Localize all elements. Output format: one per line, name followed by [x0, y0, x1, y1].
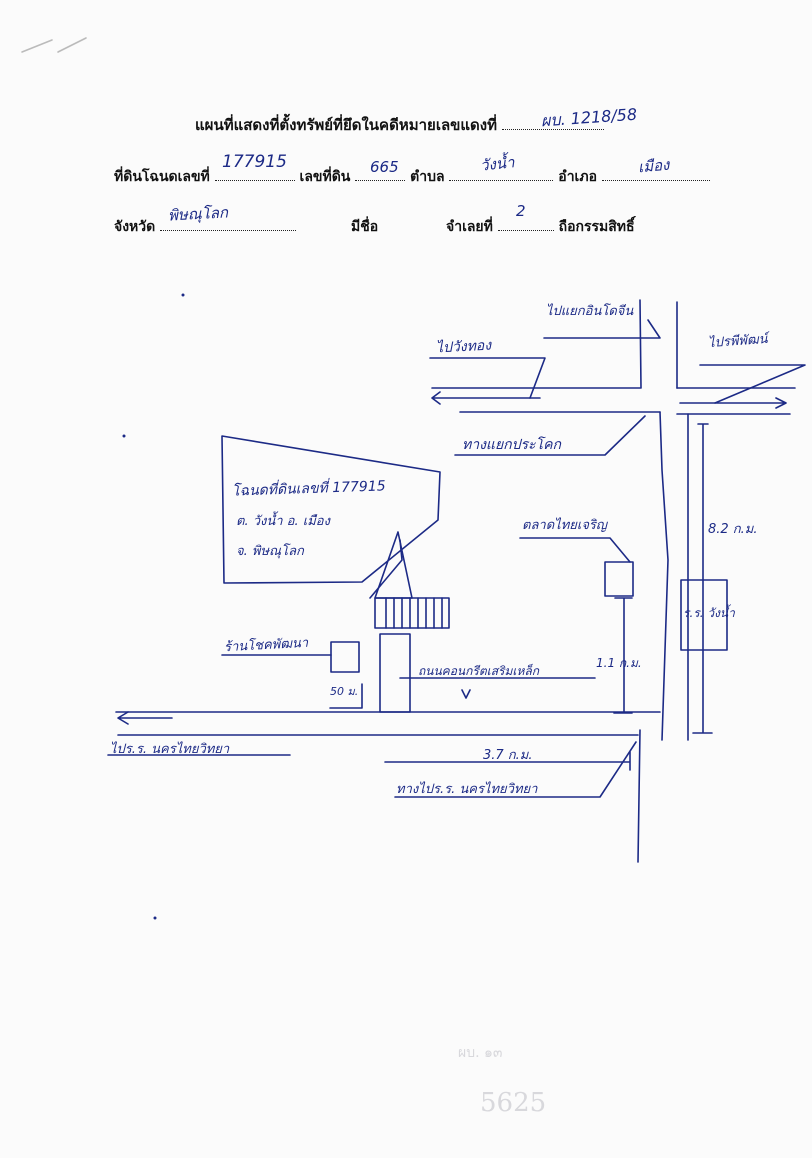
land-no-label: เลขที่ดิน	[299, 169, 351, 185]
wangthong-label-line	[429, 357, 546, 399]
label-shop: ร้านโชคพัฒนา	[223, 635, 309, 656]
form-title: แผนที่แสดงที่ตั้งทรัพย์ที่ยึดในคดีหมายเล…	[195, 113, 605, 137]
name-label: มีชื่อ	[351, 219, 379, 235]
parcel-label-3: จ. พิษณุโลก	[236, 544, 304, 559]
label-distance-mid: 1.1 ก.ม.	[596, 656, 642, 670]
dim-3-7-km	[384, 751, 631, 771]
label-width-50: 50 ม.	[330, 685, 359, 698]
junction-label-line	[454, 415, 646, 456]
district-label: อำเภอ	[558, 169, 597, 185]
house-roof-line	[369, 539, 403, 599]
land-no-value: 665	[370, 158, 399, 176]
label-pavement: ถนนคอนกรีตเสริมเหล็ก	[418, 664, 540, 678]
arrow-to-wangthong	[431, 391, 541, 405]
shop-box	[330, 641, 360, 673]
arrow-to-school-left	[117, 711, 173, 725]
ink-dot	[153, 916, 157, 920]
deed-row: ที่ดินโฉนดเลขที่ เลขที่ดิน ตำบล อำเภอ	[114, 166, 710, 188]
lower-road-left-edge	[659, 411, 669, 741]
parcel-polygon	[221, 435, 441, 584]
land-no-dots	[355, 166, 406, 181]
terminal-label-line	[543, 319, 661, 339]
debtor-label: จำเลยที่	[446, 219, 493, 235]
label-market: ตลาดไทยเจริญ	[522, 518, 607, 533]
dim-1-1-km	[613, 597, 633, 714]
bleed-through-text-1: ผบ. ๑๓	[458, 1045, 503, 1061]
label-school-right: ร.ร. วังน้ำ	[683, 606, 735, 620]
province-dots	[160, 216, 297, 231]
district-dots	[601, 166, 710, 181]
house-hatching	[385, 597, 443, 629]
house-roof	[374, 531, 413, 599]
parcel-label-2: ต. วังน้ำ อ. เมือง	[236, 514, 330, 529]
label-to-school-bottom: ทางไปร.ร. นครไทยวิทยา	[396, 782, 538, 797]
width-50-bracket	[329, 683, 363, 709]
deed-dots	[214, 166, 295, 181]
deed-value: 177915	[222, 152, 287, 172]
subdistrict-dots	[449, 166, 554, 181]
label-to-terminal: ไปแยกอินโดจีน	[546, 304, 634, 319]
label-to-right: ไปรพีพัฒน์	[707, 331, 769, 352]
scratch-mark	[21, 37, 87, 53]
title-dots	[502, 115, 605, 130]
right-label-line	[699, 364, 806, 404]
access-lane	[379, 633, 411, 713]
province-row: จังหวัด	[114, 216, 297, 238]
debtor-value: 2	[516, 202, 526, 220]
province-label: จังหวัด	[114, 219, 156, 235]
deed-label: ที่ดินโฉนดเลขที่	[114, 169, 210, 185]
label-distance-bottom: 3.7 ก.ม.	[483, 748, 533, 763]
debtor-row: จำเลยที่ ถือกรรมสิทธิ์	[446, 216, 635, 238]
subdistrict-label: ตำบล	[410, 169, 445, 185]
market-label-line	[519, 537, 631, 563]
label-to-wangthong: ไปวังทอง	[435, 337, 492, 357]
pavement-label-line	[399, 677, 596, 699]
lower-road-left-edge-bottom	[637, 729, 641, 863]
label-to-school-left: ไปร.ร. นครไทยวิทยา	[110, 742, 230, 757]
ink-dot	[181, 293, 185, 297]
school-bottom-line	[394, 741, 637, 798]
dim-8-2-km	[692, 423, 713, 734]
owner-label: ถือกรรมสิทธิ์	[558, 219, 635, 235]
bleed-through-text-2: 5625	[480, 1088, 547, 1118]
house-hatched-box	[374, 597, 450, 629]
school-right-box	[680, 579, 728, 651]
market-box	[604, 561, 634, 597]
debtor-dots	[497, 216, 554, 231]
ink-dot	[122, 434, 126, 438]
label-junction: ทางแยกประโคก	[462, 437, 561, 453]
title-label: แผนที่แสดงที่ตั้งทรัพย์ที่ยึดในคดีหมายเล…	[195, 116, 498, 134]
upper-road-left-edge	[639, 299, 642, 389]
label-distance-right: 8.2 ก.ม.	[708, 522, 758, 537]
arrow-to-right	[679, 397, 787, 409]
